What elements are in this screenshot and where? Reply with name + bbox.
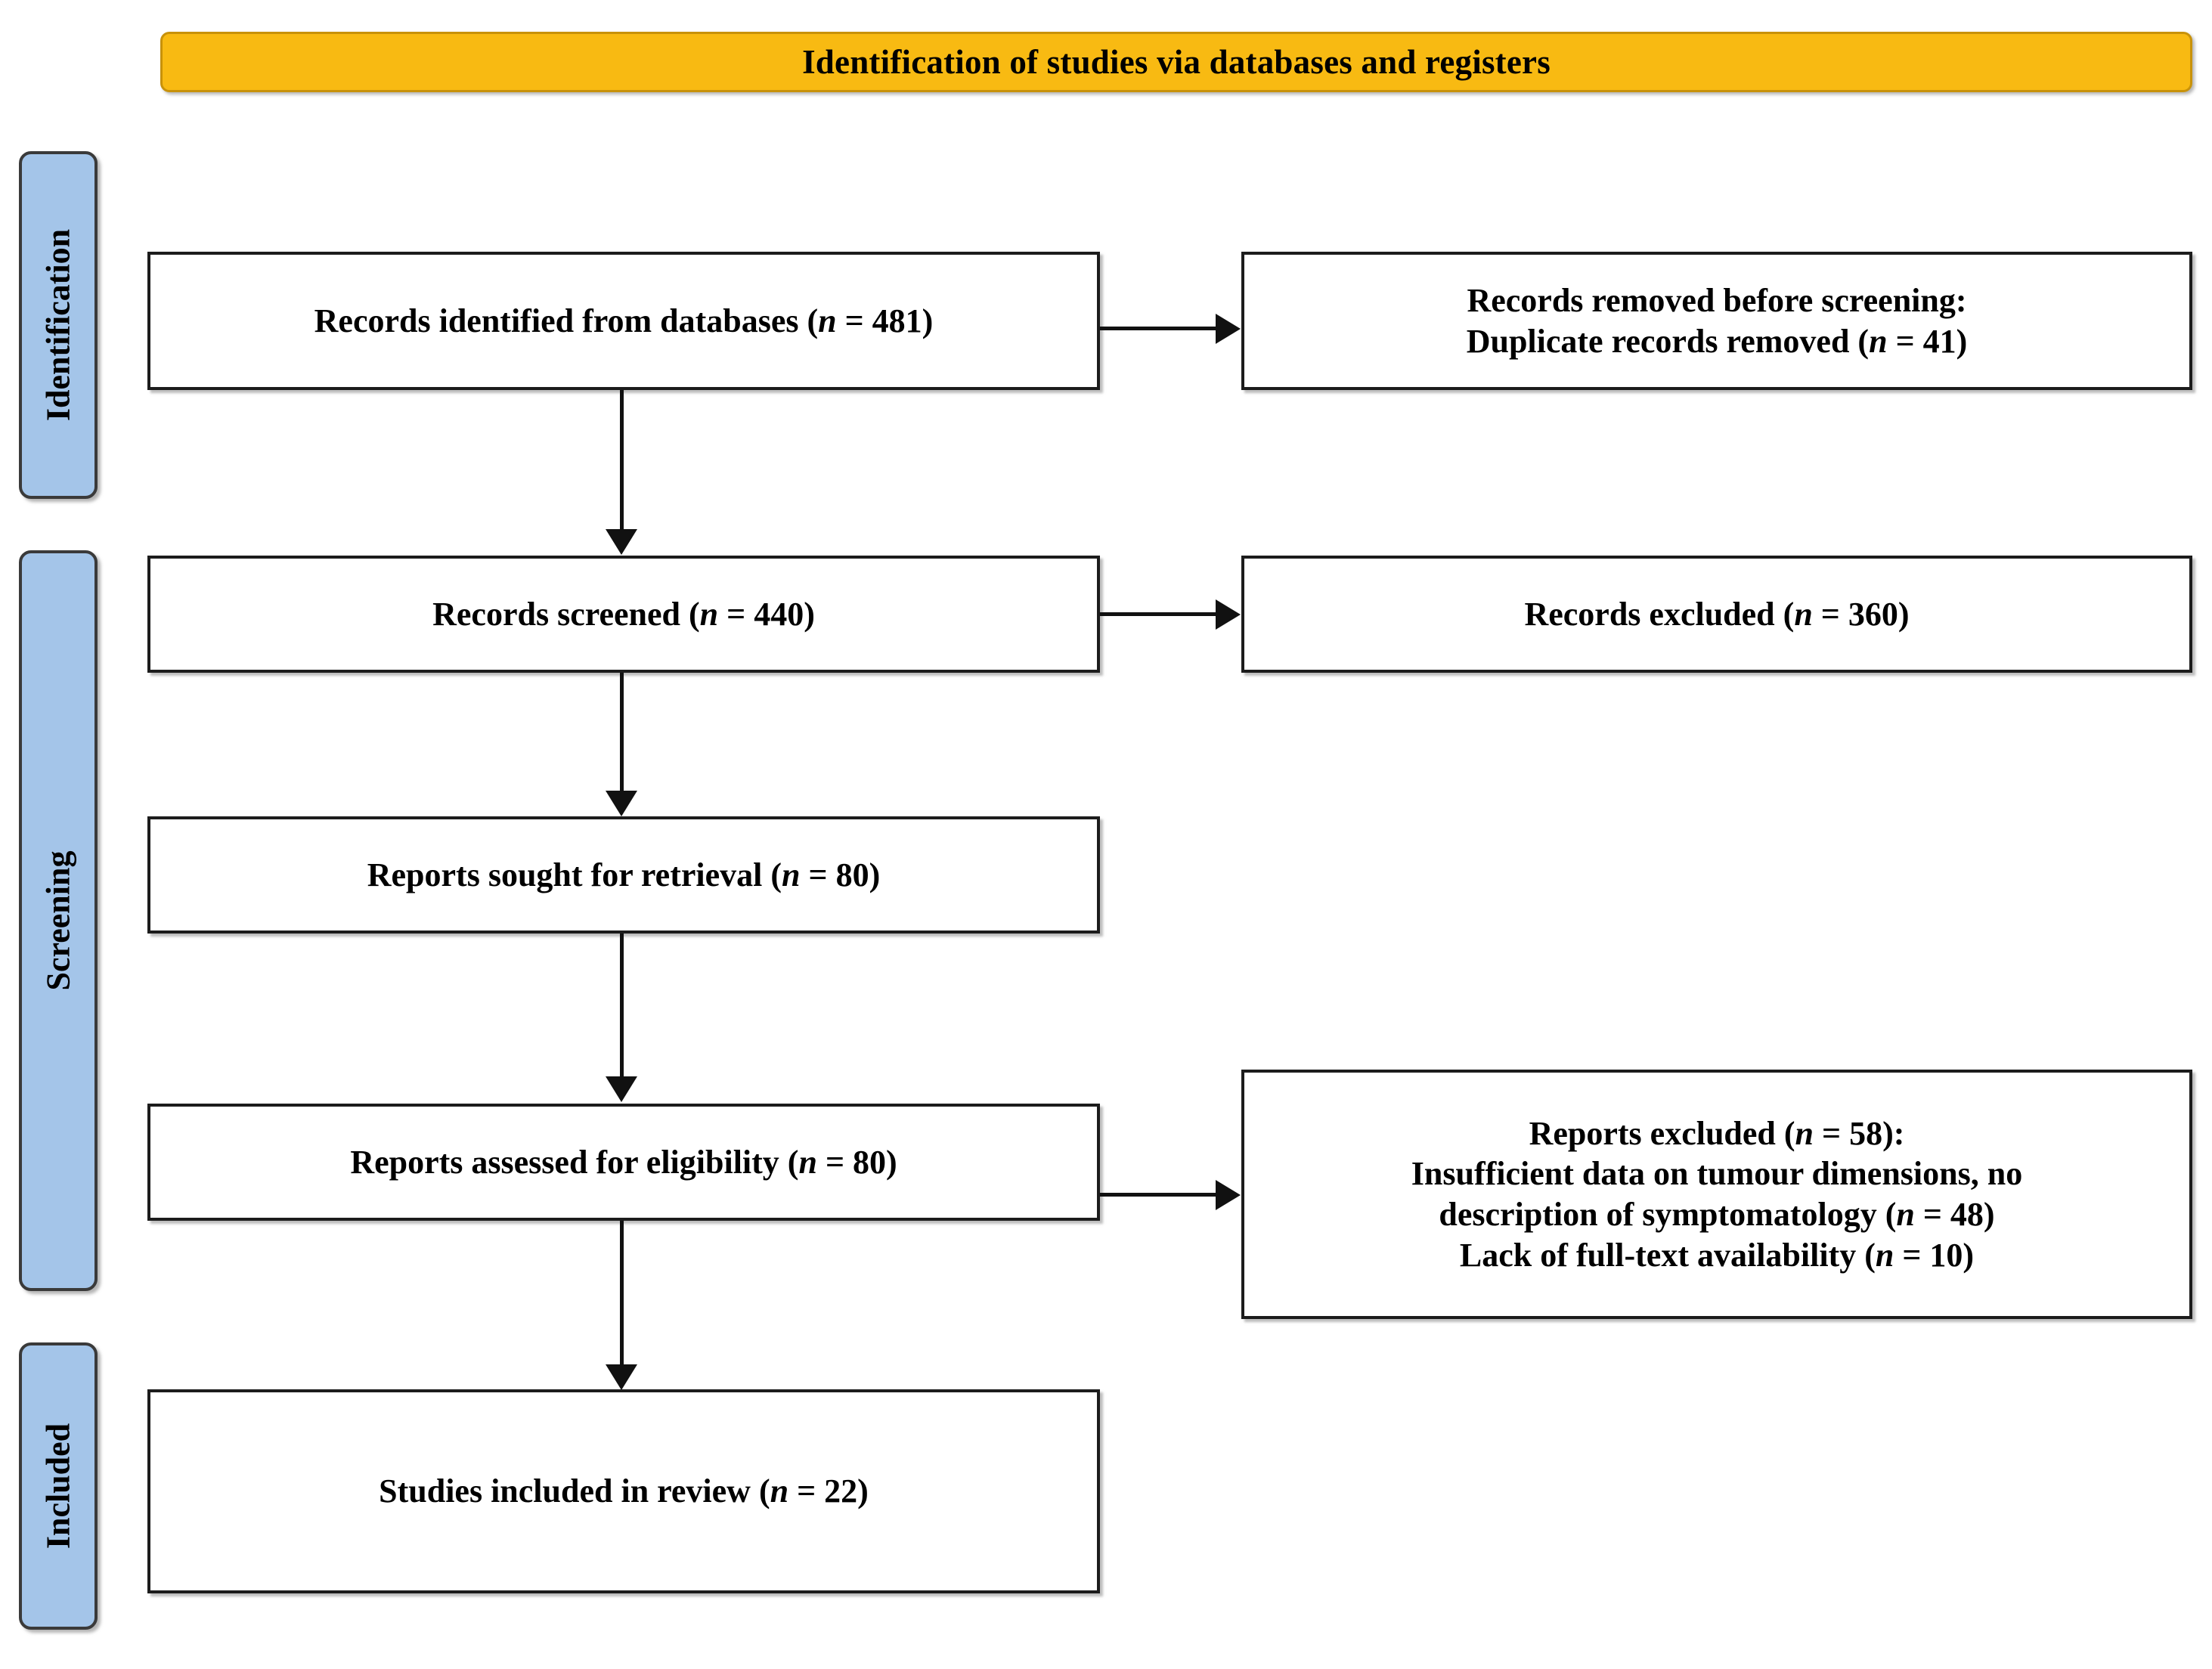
connector-assessed-to-included <box>620 1221 624 1366</box>
box-records-screened: Records screened (n = 440) <box>147 556 1100 673</box>
stage-tab-identification: Identification <box>19 151 98 499</box>
box-studies-included: Studies included in review (n = 22) <box>147 1389 1100 1593</box>
connector-assessed-to-reports-excluded <box>1100 1193 1217 1197</box>
line-prefix: Studies included in review ( <box>379 1472 770 1510</box>
banner-title: Identification of studies via databases … <box>802 43 1551 81</box>
line-suffix: = 22) <box>788 1472 869 1510</box>
box-records-removed-text: Records removed before screening: Duplic… <box>1453 280 1981 361</box>
line-suffix: = 41) <box>1887 322 1968 360</box>
box-records-excluded: Records excluded (n = 360) <box>1241 556 2192 673</box>
arrowhead-identified-to-removed <box>1216 314 1241 344</box>
line-prefix: Records screened ( <box>432 595 700 633</box>
line-prefix: Lack of full-text availability ( <box>1459 1236 1876 1274</box>
n-symbol: n <box>1896 1196 1915 1233</box>
arrowhead-screened-to-sought <box>606 791 637 816</box>
n-symbol: n <box>818 302 837 339</box>
connector-identified-to-removed <box>1100 327 1217 330</box>
stage-tab-included: Included <box>19 1342 98 1630</box>
arrowhead-assessed-to-reports-excluded <box>1216 1180 1241 1210</box>
box-records-screened-text: Records screened (n = 440) <box>419 594 829 635</box>
line-prefix: Reports sought for retrieval ( <box>367 856 782 893</box>
box-reports-assessed: Reports assessed for eligibility (n = 80… <box>147 1104 1100 1221</box>
line-suffix: = 440) <box>718 595 815 633</box>
n-symbol: n <box>770 1472 789 1510</box>
connector-sought-to-assessed <box>620 934 624 1079</box>
connector-identified-to-screened <box>620 390 624 534</box>
line-prefix: Reports assessed for eligibility ( <box>350 1143 799 1181</box>
box-records-removed: Records removed before screening: Duplic… <box>1241 252 2192 390</box>
line-prefix: Records identified from databases ( <box>314 302 819 339</box>
n-symbol: n <box>1794 595 1813 633</box>
stage-tab-identification-label: Identification <box>39 228 77 422</box>
n-symbol: n <box>1869 322 1888 360</box>
stage-tab-screening-label: Screening <box>39 850 77 991</box>
line-prefix: Records excluded ( <box>1524 595 1795 633</box>
box-reports-excluded: Reports excluded (n = 58): Insufficient … <box>1241 1070 2192 1319</box>
line-prefix: Records removed before screening: <box>1467 281 1967 319</box>
line-suffix: = 360) <box>1812 595 1910 633</box>
box-records-identified: Records identified from databases (n = 4… <box>147 252 1100 390</box>
line-prefix: Duplicate records removed ( <box>1466 322 1870 360</box>
line-suffix: = 80) <box>800 856 881 893</box>
box-records-excluded-text: Records excluded (n = 360) <box>1510 594 1922 635</box>
n-symbol: n <box>1795 1114 1814 1152</box>
connector-screened-to-excluded <box>1100 612 1217 616</box>
line-suffix: = 80) <box>816 1143 897 1181</box>
arrowhead-screened-to-excluded <box>1216 599 1241 630</box>
line-suffix: = 10) <box>1894 1236 1975 1274</box>
connector-screened-to-sought <box>620 673 624 795</box>
arrowhead-sought-to-assessed <box>606 1076 637 1102</box>
line-suffix: = 48) <box>1914 1196 1995 1233</box>
n-symbol: n <box>798 1143 817 1181</box>
stage-tab-screening: Screening <box>19 550 98 1291</box>
box-reports-assessed-text: Reports assessed for eligibility (n = 80… <box>336 1142 910 1183</box>
line-prefix: Insufficient data on tumour dimensions, … <box>1411 1155 2023 1193</box>
line-prefix: description of symptomatology ( <box>1439 1196 1897 1233</box>
stage-tab-included-label: Included <box>39 1423 77 1550</box>
box-reports-sought-text: Reports sought for retrieval (n = 80) <box>354 855 894 896</box>
box-reports-sought: Reports sought for retrieval (n = 80) <box>147 816 1100 934</box>
box-studies-included-text: Studies included in review (n = 22) <box>365 1471 882 1512</box>
n-symbol: n <box>782 856 801 893</box>
n-symbol: n <box>699 595 719 633</box>
line-suffix: = 481) <box>836 302 934 339</box>
line-suffix: = 58): <box>1814 1114 1905 1152</box>
line-prefix: Reports excluded ( <box>1529 1114 1795 1152</box>
arrowhead-assessed-to-included <box>606 1364 637 1390</box>
box-records-identified-text: Records identified from databases (n = 4… <box>301 301 947 342</box>
arrowhead-identified-to-screened <box>606 529 637 555</box>
box-reports-excluded-text: Reports excluded (n = 58): Insufficient … <box>1398 1113 2036 1276</box>
identification-banner: Identification of studies via databases … <box>160 32 2192 92</box>
n-symbol: n <box>1875 1236 1894 1274</box>
